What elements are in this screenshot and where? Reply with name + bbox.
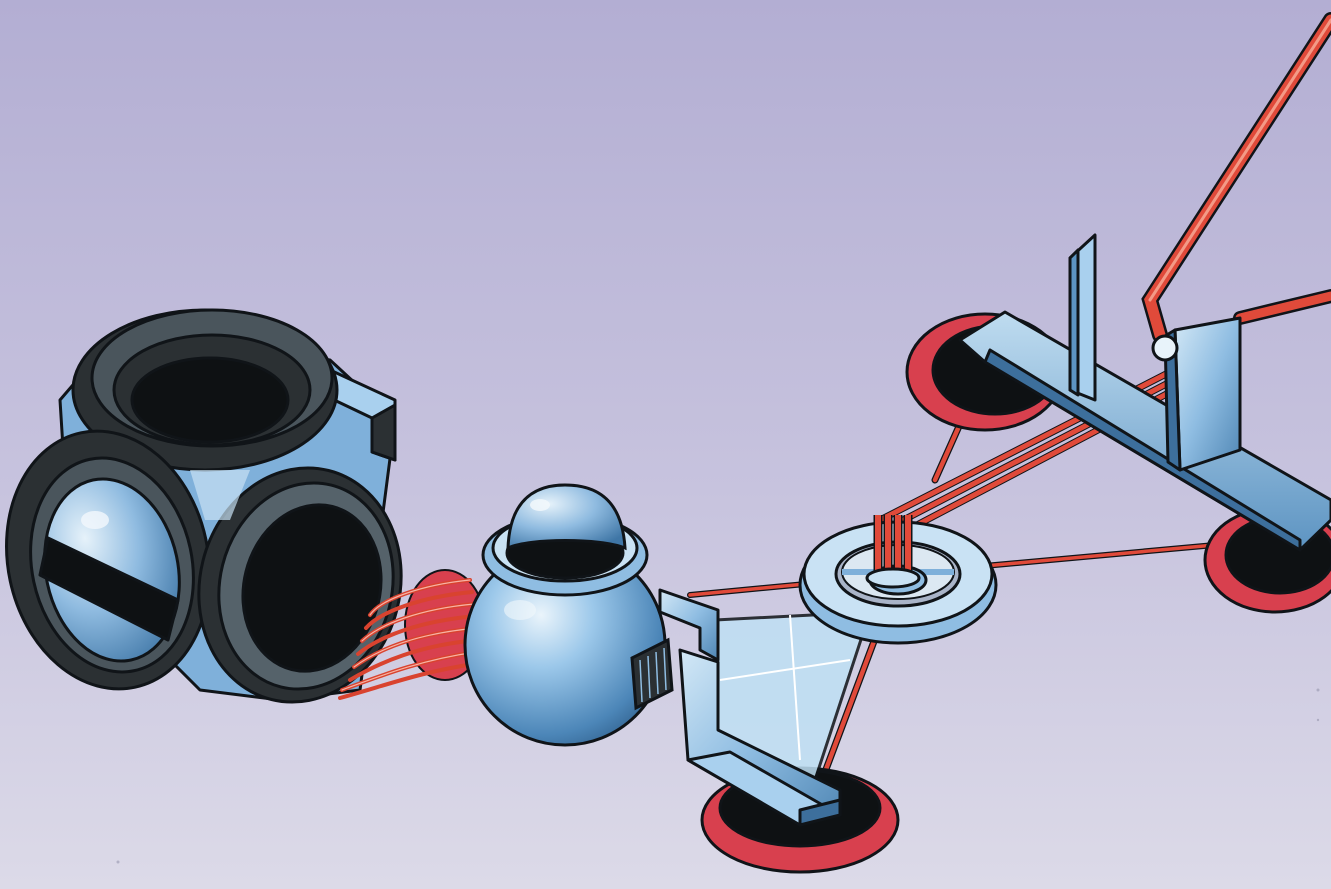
illustration-canvas xyxy=(0,0,1331,889)
